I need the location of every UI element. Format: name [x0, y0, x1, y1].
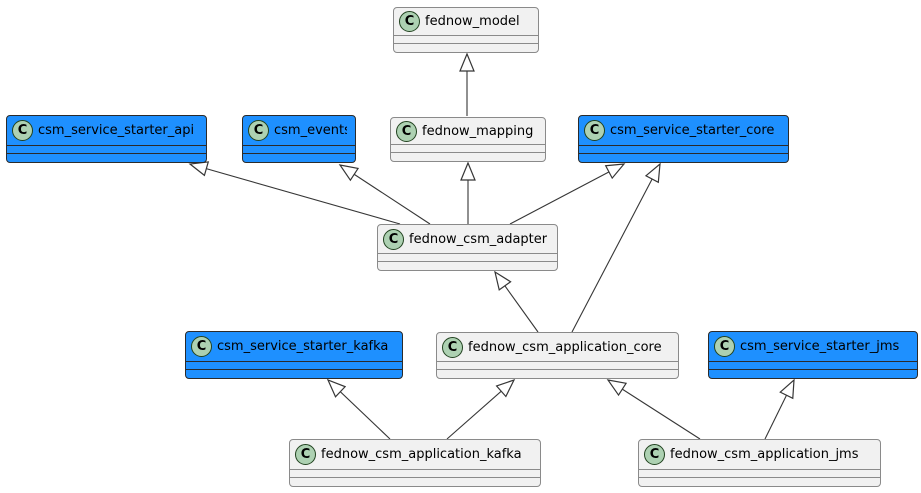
class-stereotype-icon: C	[12, 120, 33, 141]
class-stereotype-icon: C	[399, 11, 420, 32]
edge-fednow_csm_adapter-to-csm_service_starter_core	[509, 163, 626, 225]
edge-fednow_csm_application_core-to-csm_service_starter_core	[571, 162, 661, 333]
edge-fednow_csm_application_jms-to-fednow_csm_application_core	[606, 379, 701, 440]
class-stereotype-icon: C	[442, 336, 463, 358]
class-stereotype-icon: C	[396, 120, 417, 142]
edge-fednow_csm_application_core-to-fednow_csm_adapter	[494, 270, 539, 333]
methods-compartment	[378, 261, 557, 270]
fields-compartment	[378, 253, 557, 261]
class-name-label: fednow_csm_application_core	[468, 339, 662, 355]
methods-compartment	[437, 369, 678, 378]
class-name-label: csm_service_starter_core	[610, 123, 775, 138]
class-name-label: fednow_model	[425, 14, 520, 29]
fields-compartment	[579, 145, 788, 153]
fields-compartment	[437, 361, 678, 369]
methods-compartment	[290, 477, 540, 486]
class-stereotype-icon: C	[644, 444, 665, 465]
edge-fednow_csm_adapter-to-csm_events	[338, 164, 431, 225]
edge-fednow_csm_application_kafka-to-fednow_csm_application_core	[446, 378, 516, 440]
fields-compartment	[639, 469, 880, 477]
methods-compartment	[709, 369, 917, 378]
class-stereotype-icon: C	[248, 120, 269, 141]
class-stereotype-icon: C	[584, 120, 605, 141]
class-name-label: fednow_mapping	[422, 123, 534, 139]
edge-fednow_csm_adapter-to-csm_service_starter_api	[188, 161, 401, 225]
class-name-label: csm_events	[274, 123, 347, 138]
class-name-label: csm_service_starter_kafka	[217, 339, 389, 354]
edge-fednow_csm_application_jms-to-csm_service_starter_jms	[764, 378, 795, 440]
class-name-label: csm_service_starter_jms	[740, 339, 900, 354]
methods-compartment	[7, 153, 206, 162]
class-name-label: fednow_csm_application_kafka	[321, 447, 522, 462]
class-name-label: fednow_csm_adapter	[409, 231, 548, 247]
methods-compartment	[579, 153, 788, 162]
class-name-label: fednow_csm_application_jms	[670, 447, 859, 462]
class-stereotype-icon: C	[295, 444, 316, 465]
class-stereotype-icon: C	[383, 228, 404, 250]
edge-fednow_csm_application_kafka-to-csm_service_starter_kafka	[326, 378, 391, 440]
class-stereotype-icon: C	[714, 336, 735, 357]
methods-compartment	[639, 477, 880, 486]
fields-compartment	[290, 469, 540, 477]
methods-compartment	[186, 369, 402, 378]
class-name-label: csm_service_starter_api	[38, 123, 195, 138]
class-stereotype-icon: C	[191, 336, 212, 357]
fields-compartment	[243, 145, 355, 153]
methods-compartment	[243, 153, 355, 162]
fields-compartment	[394, 35, 538, 43]
fields-compartment	[7, 145, 206, 153]
fields-compartment	[186, 361, 402, 369]
fields-compartment	[391, 144, 545, 152]
methods-compartment	[394, 43, 538, 52]
fields-compartment	[709, 361, 917, 369]
methods-compartment	[391, 152, 545, 161]
